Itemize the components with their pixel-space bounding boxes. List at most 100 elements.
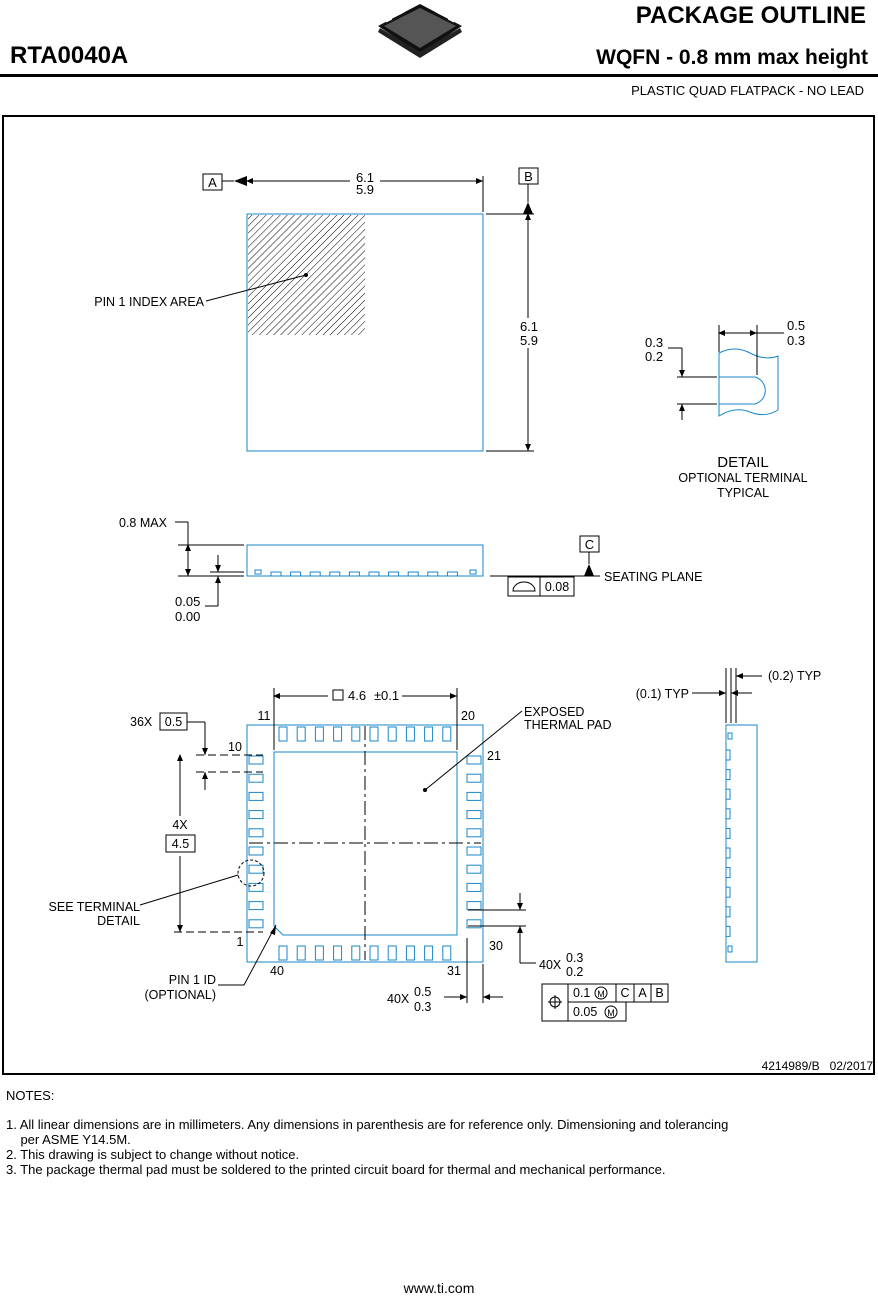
notes-section: NOTES: 1. All linear dimensions are in m… — [6, 1088, 728, 1177]
terminal-pad — [466, 773, 482, 783]
terminal-pad — [369, 945, 379, 961]
mmc-icon — [594, 986, 608, 1000]
terminal-pad — [466, 755, 482, 765]
terminal-pad — [424, 726, 434, 742]
mmc-icon-2 — [604, 1005, 618, 1019]
side-terminal — [725, 867, 731, 879]
fcf-datum-a: A — [638, 986, 647, 1000]
side-terminal — [270, 571, 282, 577]
side-terminal — [469, 569, 477, 575]
terminal-pad — [248, 846, 264, 856]
top-width-max: 6.1 — [356, 170, 374, 185]
span-value: 4.5 — [172, 837, 189, 851]
note-line: 1. All linear dimensions are in millimet… — [6, 1117, 729, 1132]
side-terminal — [727, 732, 733, 740]
exposed-pad-label-1: EXPOSED — [524, 705, 584, 719]
svg-text:M: M — [597, 989, 605, 999]
lead-length-max: 0.5 — [414, 985, 431, 999]
fcf-datum-b: B — [655, 986, 663, 1000]
detail-subtitle-1: OPTIONAL TERMINAL — [678, 471, 807, 485]
terminal-pad — [248, 791, 264, 801]
notes-heading: NOTES: — [6, 1088, 55, 1103]
standoff-max: 0.05 — [175, 594, 200, 609]
terminal-pad — [248, 919, 264, 929]
see-terminal-detail-circle — [237, 859, 265, 887]
side-terminal — [725, 925, 731, 937]
standoff-min: 0.00 — [175, 609, 200, 624]
see-terminal-label-1: SEE TERMINAL — [49, 900, 141, 914]
package-subtitle: WQFN - 0.8 mm max height — [596, 46, 868, 69]
side-terminal — [290, 571, 302, 577]
pitch-value: 0.5 — [165, 715, 182, 729]
side-terminal — [725, 788, 731, 800]
lead-width-min: 0.2 — [566, 965, 583, 979]
terminal-pad — [333, 945, 343, 961]
detail-width-min: 0.3 — [787, 333, 805, 348]
typ-01: (0.1) TYP — [636, 687, 689, 701]
terminal-pad — [424, 945, 434, 961]
datum-c: C — [585, 537, 594, 552]
side-terminal — [446, 571, 458, 577]
right-side-body — [725, 724, 758, 963]
terminal-pad — [369, 726, 379, 742]
datum-a: A — [208, 175, 217, 190]
seating-plane-label: SEATING PLANE — [604, 570, 702, 584]
terminal-pad — [466, 882, 482, 892]
pin1-id-label-2: (OPTIONAL) — [144, 988, 216, 1002]
terminal-pad — [466, 846, 482, 856]
top-height-max: 6.1 — [520, 319, 538, 334]
exposed-pad-label-2: THERMAL PAD — [524, 718, 612, 732]
pad-tolerance: 0.1 — [381, 688, 399, 703]
terminal-pad — [387, 945, 397, 961]
note-line: 3. The package thermal pad must be solde… — [6, 1162, 666, 1177]
side-terminal — [368, 571, 380, 577]
svg-text:M: M — [607, 1008, 615, 1018]
fcf-datum-c: C — [620, 986, 629, 1000]
plus-minus-icon: ± — [374, 688, 381, 703]
terminal-pad — [351, 726, 361, 742]
package-drawing: PIN 1 INDEX AREA A 6.1 5.9 B 6.1 5.9 0.5 — [49, 167, 874, 1073]
side-terminal — [725, 769, 731, 781]
lead-length-prefix: 40X — [387, 992, 410, 1006]
terminal-pad — [333, 726, 343, 742]
fcf-tolerance-1: 0.1 — [573, 986, 590, 1000]
detail-width-max: 0.5 — [787, 318, 805, 333]
right-side-view: (0.1) TYP (0.2) TYP — [636, 668, 821, 963]
terminal-pad — [296, 726, 306, 742]
lead-width-max: 0.3 — [566, 951, 583, 965]
pitch-prefix: 36X — [130, 715, 153, 729]
pin-20-label: 20 — [461, 709, 475, 723]
terminal-pad — [248, 810, 264, 820]
top-view: PIN 1 INDEX AREA A 6.1 5.9 B 6.1 5.9 — [94, 167, 544, 452]
terminal-pad — [248, 901, 264, 911]
drawing-frame — [2, 115, 875, 1075]
span-prefix: 4X — [172, 818, 188, 832]
package-logo-icon — [378, 4, 462, 58]
flatness-value: 0.08 — [545, 580, 569, 594]
terminal-pad — [248, 882, 264, 892]
datum-b: B — [524, 169, 533, 184]
pin-21-label: 21 — [487, 749, 501, 763]
bottom-view: 4.6 ± 0.1 11 20 10 21 1 30 40 31 EXPOSED… — [49, 686, 669, 1022]
square-symbol-icon — [332, 689, 344, 701]
terminal-pad — [442, 726, 452, 742]
exposed-thermal-pad — [273, 751, 458, 936]
terminal-pad — [466, 864, 482, 874]
terminal-pad — [314, 726, 324, 742]
terminal-pad — [314, 945, 324, 961]
side-terminal — [725, 847, 731, 859]
see-terminal-label-2: DETAIL — [97, 914, 140, 928]
terminal-pad — [466, 828, 482, 838]
document-number: 4214989/B 02/2017 — [762, 1059, 874, 1073]
pin-40-label: 40 — [270, 964, 284, 978]
terminal-pad — [351, 945, 361, 961]
terminal-pad — [466, 791, 482, 801]
side-terminal — [309, 571, 321, 577]
side-terminal — [388, 571, 400, 577]
side-terminal — [407, 571, 419, 577]
side-terminal — [727, 945, 733, 953]
note-line: 2. This drawing is subject to change wit… — [6, 1147, 300, 1162]
footer-url: www.ti.com — [403, 1280, 475, 1296]
detail-title: DETAIL — [717, 454, 768, 471]
terminal-pad — [466, 901, 482, 911]
